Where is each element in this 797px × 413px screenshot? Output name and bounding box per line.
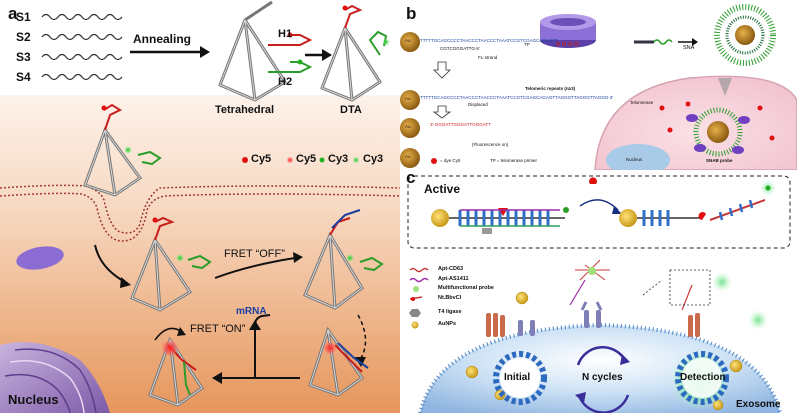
telomeric-label: Telomeric repeats (n≥3) bbox=[525, 86, 576, 91]
tetrahedron-dta bbox=[320, 26, 382, 102]
telomerase-barrel-icon bbox=[540, 14, 596, 48]
detection-label: Detection bbox=[680, 372, 726, 383]
snab-probe-label: SNAB probe bbox=[706, 158, 733, 163]
legend-nt-bbvci: Nt.BbvCI bbox=[438, 295, 462, 301]
panel-a-artwork bbox=[0, 0, 400, 413]
panel-a: a S1 S2 S3 S4 Annealing Tetrahedral H1 H… bbox=[0, 0, 400, 413]
fl-strand-label: FL-strand bbox=[478, 55, 498, 60]
panel-a-label: a bbox=[8, 4, 18, 23]
hairpin-h1 bbox=[268, 32, 313, 46]
seq-loop: 3'-GGGATTGGGATTGGGATT bbox=[430, 122, 491, 127]
displaced-label: Displaced bbox=[468, 102, 488, 107]
panel-c: c Active Apt-CD63 Apt-AS1411 Multifuncti… bbox=[400, 168, 797, 413]
legend-t4-ligase: T4 ligase bbox=[438, 309, 462, 315]
nucleus-label-b: Nucleus bbox=[626, 157, 643, 162]
legend-aunps: AuNPs bbox=[438, 321, 457, 327]
detection-gear bbox=[675, 351, 729, 405]
mitochondrion bbox=[16, 246, 64, 270]
tetrahedron-inside bbox=[130, 236, 193, 312]
strand-label-s1: S1 bbox=[16, 10, 31, 24]
tetrahedral-label: Tetrahedral bbox=[215, 104, 275, 116]
panel-b-artwork bbox=[400, 4, 797, 170]
legend-cy5-b: Cy5 bbox=[296, 153, 317, 165]
h2-label: H2 bbox=[278, 76, 293, 88]
fluorescence-on-label: (Fluorescence on) bbox=[472, 142, 509, 147]
legend-multifunctional-probe: Multifunctional probe bbox=[438, 285, 494, 291]
n-cycles-label: N cycles bbox=[582, 372, 623, 383]
initial-gear bbox=[493, 351, 547, 405]
nucleus-shape bbox=[0, 342, 110, 413]
legend-cy5-a: Cy5 bbox=[251, 153, 272, 165]
strand-label-s3: S3 bbox=[16, 50, 31, 64]
dta-label: DTA bbox=[340, 104, 362, 116]
seq-top: TTTTTGCAGCCCCTAACCCTAACCCTAAATCCGTCGAGCA… bbox=[420, 38, 558, 43]
h1-label: H1 bbox=[278, 28, 293, 40]
annealing-label: Annealing bbox=[133, 32, 192, 46]
strand-label-s2: S2 bbox=[16, 30, 31, 44]
tetrahedron-entering bbox=[83, 126, 143, 197]
panel-c-label: c bbox=[406, 168, 416, 187]
sna-particle bbox=[714, 4, 776, 66]
seq-fl: CGTCGGGATTG-5' bbox=[440, 46, 480, 51]
nucleus-b bbox=[606, 144, 670, 170]
nucleus-label-a: Nucleus bbox=[8, 392, 59, 407]
sna-label: SNA bbox=[683, 45, 695, 51]
initial-label: Initial bbox=[504, 372, 531, 383]
panel-c-artwork bbox=[407, 175, 791, 413]
fret-on-label: FRET “ON” bbox=[190, 323, 246, 335]
hairpin-h2 bbox=[268, 59, 313, 73]
legend-apt-cd63: Apt-CD63 bbox=[438, 266, 464, 272]
tp-label: TP bbox=[524, 42, 530, 47]
legend-apt-as1411: Apt-AS1411 bbox=[438, 276, 469, 282]
telomerase-label: Telomerase bbox=[630, 100, 654, 105]
strand-waves bbox=[41, 13, 123, 81]
panel-b: b Au Au Au Au TTTTTGCAGCCCCTAACCCTAACCCT… bbox=[400, 0, 797, 170]
exosome-label: Exosome bbox=[736, 399, 781, 410]
mrna-label: mRNA bbox=[236, 306, 267, 317]
au-label-1: Au bbox=[405, 38, 411, 43]
panel-b-label: b bbox=[406, 4, 417, 23]
tp-legend: TP = telomerase primer bbox=[490, 158, 538, 163]
active-label: Active bbox=[424, 182, 461, 196]
au-label-3: Au bbox=[405, 124, 411, 129]
au-label-4: Au bbox=[405, 154, 411, 159]
fret-off-label: FRET “OFF” bbox=[224, 248, 285, 260]
seq-mid: TTTTTGCAGCCCCTAACCCTAACCCTAAATCCGTCGAGCA… bbox=[420, 95, 614, 100]
snab-probe bbox=[686, 107, 750, 157]
legend-cy3-a: Cy3 bbox=[328, 153, 349, 165]
strand-label-s4: S4 bbox=[16, 70, 31, 84]
barrel-letters: A G G G bbox=[556, 42, 580, 48]
tetrahedron-1 bbox=[218, 0, 287, 102]
dye-legend: = dye Cy5 bbox=[440, 158, 461, 163]
legend-cy3-b: Cy3 bbox=[363, 153, 384, 165]
au-label-2: Au bbox=[405, 96, 411, 101]
tetrahedron-mrna bbox=[303, 231, 364, 310]
